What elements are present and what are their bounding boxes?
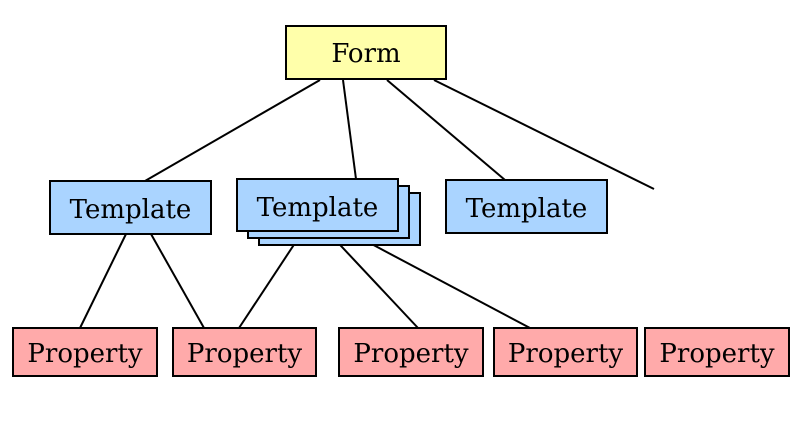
template-node-1-box — [49, 180, 212, 235]
template-node-2-stack: Template — [236, 178, 421, 246]
template-node-2-label: Template — [257, 193, 379, 223]
property-node-5-label: Property — [659, 339, 774, 369]
template-node-1: Template — [49, 180, 212, 235]
template-node-3: Template — [445, 179, 608, 234]
property-node-5-box — [644, 327, 790, 377]
edge-template-2-property-4 — [346, 230, 531, 329]
edge-form-template-2 — [342, 79, 357, 180]
form-node-box — [285, 25, 447, 80]
template-node-3-box — [445, 179, 608, 234]
property-node-1: Property — [12, 327, 158, 377]
property-node-4-box — [493, 327, 638, 377]
form-node-label: Form — [331, 39, 400, 69]
edge-template-2-property-2 — [238, 230, 304, 329]
property-node-4: Property — [493, 327, 638, 377]
edge-form-template-1 — [144, 79, 321, 182]
property-node-4-label: Property — [508, 339, 623, 369]
edge-form-unlabeled — [433, 79, 655, 190]
property-node-3-label: Property — [353, 339, 468, 369]
property-node-2: Property — [172, 327, 317, 377]
form-node: Form — [285, 25, 447, 80]
template-node-3-label: Template — [466, 194, 588, 224]
property-node-1-label: Property — [27, 339, 142, 369]
edge-template-1-property-1 — [79, 233, 127, 329]
property-node-3: Property — [338, 327, 484, 377]
template-node-1-label: Template — [70, 195, 192, 225]
edge-template-1-property-2 — [150, 233, 205, 329]
property-node-2-box — [172, 327, 317, 377]
template-node-2-box — [236, 178, 399, 232]
property-node-5: Property — [644, 327, 790, 377]
property-node-2-label: Property — [187, 339, 302, 369]
property-node-1-box — [12, 327, 158, 377]
edge-form-template-3 — [386, 79, 506, 181]
property-node-3-box — [338, 327, 484, 377]
edge-template-2-property-3 — [326, 230, 419, 329]
